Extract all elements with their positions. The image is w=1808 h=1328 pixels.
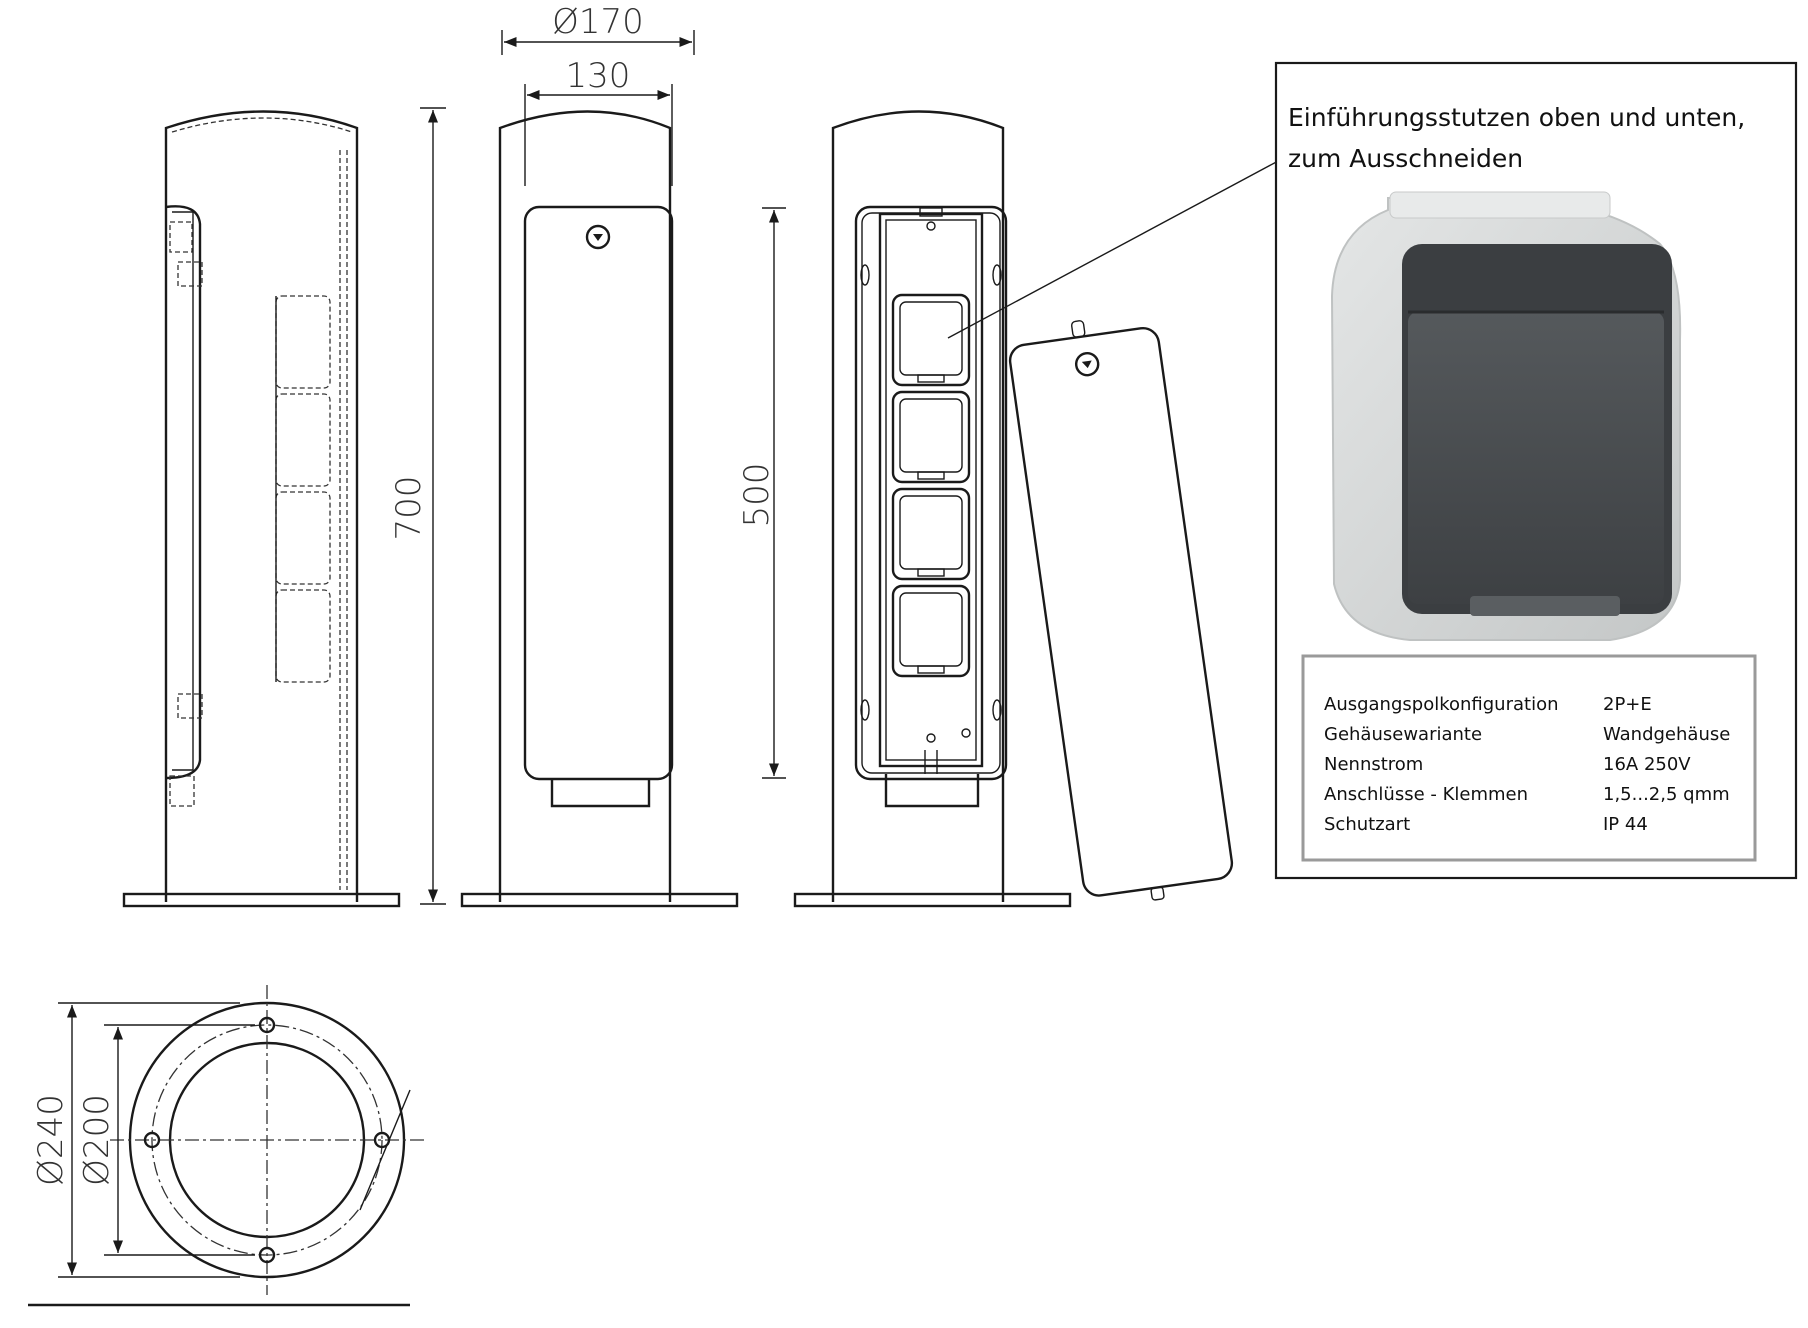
spec-value-1: Wandgehäuse (1603, 724, 1730, 745)
door-lock-icon (1074, 351, 1100, 377)
dim-height-panel: 500 (737, 207, 786, 779)
spec-value-0: 2P+E (1603, 694, 1652, 715)
spec-value-3: 1,5...2,5 qmm (1603, 784, 1730, 805)
callout-leader (947, 159, 1281, 339)
spec-label-2: Nennstrom (1324, 754, 1423, 775)
side-socket-outlines (275, 295, 331, 683)
spec-label-0: Ausgangspolkonfiguration (1324, 694, 1559, 715)
spec-value-2: 16A 250V (1603, 754, 1691, 775)
callout-text-line2: zum Ausschneiden (1288, 144, 1523, 173)
dim-200-label: Ø200 (77, 1094, 117, 1186)
dim-top: Ø170 130 (501, 2, 695, 186)
spec-value-4: IP 44 (1603, 814, 1648, 835)
side-view (122, 110, 401, 908)
spec-label-4: Schutzart (1324, 814, 1410, 835)
lock-icon (585, 224, 611, 250)
info-panel: Einführungsstutzen oben und unten, zum A… (1274, 61, 1798, 880)
spec-table (1301, 654, 1757, 862)
spec-rows: Ausgangspolkonfiguration 2P+E Gehäusewar… (1324, 694, 1730, 835)
front-view-open (793, 110, 1072, 908)
socket-stack (891, 293, 971, 678)
base-top-view: Ø240 Ø200 (28, 985, 424, 1307)
dim-170-label: Ø170 (552, 2, 644, 42)
door-panel (1008, 320, 1234, 901)
dim-240-label: Ø240 (31, 1094, 71, 1186)
socket-photo (1330, 191, 1682, 641)
spec-label-1: Gehäusewariante (1324, 724, 1482, 745)
callout-text-line1: Einführungsstutzen oben und unten, (1288, 103, 1745, 132)
dim-500-label: 500 (737, 463, 777, 528)
front-view-closed (460, 110, 739, 908)
spec-label-3: Anschlüsse - Klemmen (1324, 784, 1528, 805)
dim-700-label: 700 (389, 476, 429, 541)
dim-height-total: 700 (389, 107, 446, 905)
dim-130-label: 130 (566, 56, 631, 96)
